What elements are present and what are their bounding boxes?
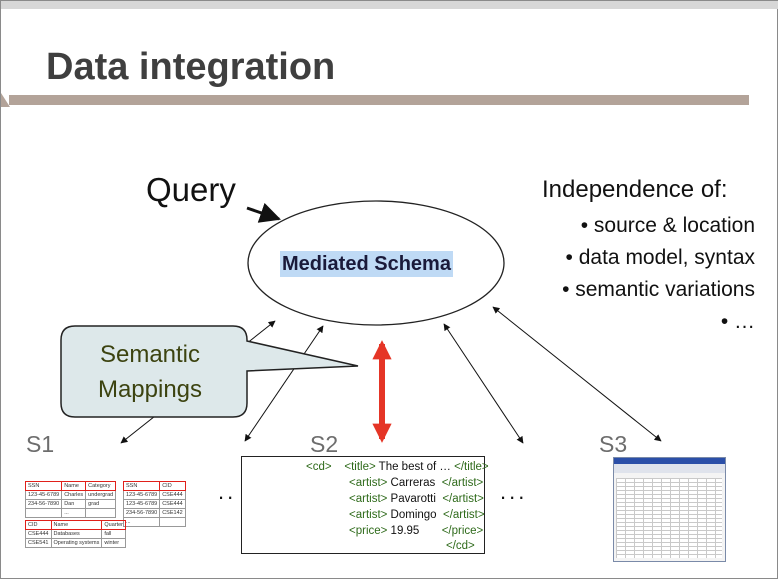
xml-tag: <artist> xyxy=(349,493,388,505)
table-header: Quarter xyxy=(101,520,127,530)
source-label-s2: S2 xyxy=(310,431,339,457)
xml-tag: </title> xyxy=(454,461,489,473)
table-row: ... xyxy=(24,508,117,518)
table-header: SSN xyxy=(24,481,63,491)
table-cell xyxy=(85,508,117,518)
table-cell: CSE444 xyxy=(159,490,186,500)
ellipsis-left: .. xyxy=(218,479,237,504)
table-header: SSN xyxy=(122,481,161,491)
xml-line: <artist> Domingo </artist> xyxy=(349,509,485,521)
spreadsheet-grid xyxy=(616,478,722,558)
ellipsis-right: ... xyxy=(500,479,528,504)
xml-tag: </cd> xyxy=(446,540,475,552)
table-cell: 123-45-6789 xyxy=(122,499,161,509)
source-label-s3: S3 xyxy=(599,431,628,457)
table-cell: undergrad xyxy=(85,490,117,500)
slide-title: Data integration xyxy=(46,46,336,88)
semantic-mappings-callout xyxy=(60,325,359,418)
xml-tag: </artist> xyxy=(442,493,484,505)
query-arrow xyxy=(246,202,281,223)
independence-item: • source & location xyxy=(580,214,755,237)
table-cell: Dan xyxy=(61,499,87,509)
semantic-mappings-line1: Semantic xyxy=(99,341,201,368)
table-cell: fall xyxy=(101,529,127,539)
independence-item: • data model, syntax xyxy=(565,246,755,269)
xml-tag: </artist> xyxy=(441,477,484,489)
title-underline-bar xyxy=(9,95,749,105)
table-cell: 123-45-6789 xyxy=(122,490,161,500)
independence-item: • … xyxy=(720,310,755,333)
xml-tag: </artist> xyxy=(442,509,485,521)
arrow-schema-s3 xyxy=(492,306,662,442)
table-cell xyxy=(24,508,63,518)
independence-item: • semantic variations xyxy=(562,278,755,301)
table-cell: CSE444 xyxy=(159,499,186,509)
xml-text: Pavarotti xyxy=(387,493,440,505)
table-cell: 234-56-7890 xyxy=(24,499,63,509)
xml-line: <artist> Pavarotti </artist> xyxy=(349,493,484,505)
xml-line: <cd> <title> The best of … </title> xyxy=(306,461,489,473)
slide-top-strip xyxy=(1,1,778,9)
s2-xml-document: <cd> <title> The best of … </title> <art… xyxy=(241,456,489,554)
table-cell: grad xyxy=(85,499,117,509)
table-cell: CSE142 xyxy=(159,508,186,518)
table-cell: CSE541 xyxy=(25,538,52,548)
table-cell: 234-56-7890 xyxy=(122,508,161,518)
spreadsheet-toolbar xyxy=(614,464,725,473)
xml-tag: <price> xyxy=(349,525,388,537)
xml-line: </cd> xyxy=(446,540,475,552)
xml-tag: <artist> xyxy=(349,509,388,521)
table-cell xyxy=(159,517,186,527)
xml-tag: </price> xyxy=(441,525,484,537)
table-cell: ... xyxy=(61,508,87,518)
arrow-dots-schema xyxy=(244,325,324,442)
spreadsheet-titlebar xyxy=(614,458,725,464)
table-cell: Charles xyxy=(61,490,87,500)
table-header: CID xyxy=(25,520,52,530)
xml-text: Carreras xyxy=(387,477,439,489)
table-row: ... xyxy=(122,517,186,527)
xml-line: <price> 19.95 </price> xyxy=(349,525,483,537)
independence-heading: Independence of: xyxy=(542,176,728,203)
table-cell: Databases xyxy=(50,529,103,539)
xml-tag: <cd> xyxy=(306,461,332,473)
xml-text: Domingo xyxy=(387,509,440,521)
semantic-mappings-line2: Mappings xyxy=(97,376,203,403)
table-cell: winter xyxy=(101,538,127,548)
source-label-s1: S1 xyxy=(26,431,55,457)
xml-text: 19.95 xyxy=(387,525,423,537)
table-header: CID xyxy=(159,481,186,491)
xml-tag: <title> xyxy=(344,461,376,473)
xml-text: The best of … xyxy=(375,461,455,473)
xml-line: <artist> Carreras </artist> xyxy=(349,477,483,489)
table-header: Category xyxy=(85,481,117,491)
table-header: Name xyxy=(50,520,103,530)
table-header: Name xyxy=(61,481,87,491)
table-cell: 123-45-6789 xyxy=(24,490,63,500)
query-label: Query xyxy=(146,171,236,208)
title-bar-tick xyxy=(1,93,10,107)
mediated-schema-label: Mediated Schema xyxy=(280,251,453,277)
arrow-schema-dots-right xyxy=(443,323,524,444)
table-cell: ... xyxy=(122,517,161,527)
xml-tag: <artist> xyxy=(349,477,388,489)
table-cell: CSE444 xyxy=(25,529,52,539)
s3-spreadsheet-thumbnail xyxy=(613,457,726,562)
table-cell: Operating systems xyxy=(50,538,103,548)
